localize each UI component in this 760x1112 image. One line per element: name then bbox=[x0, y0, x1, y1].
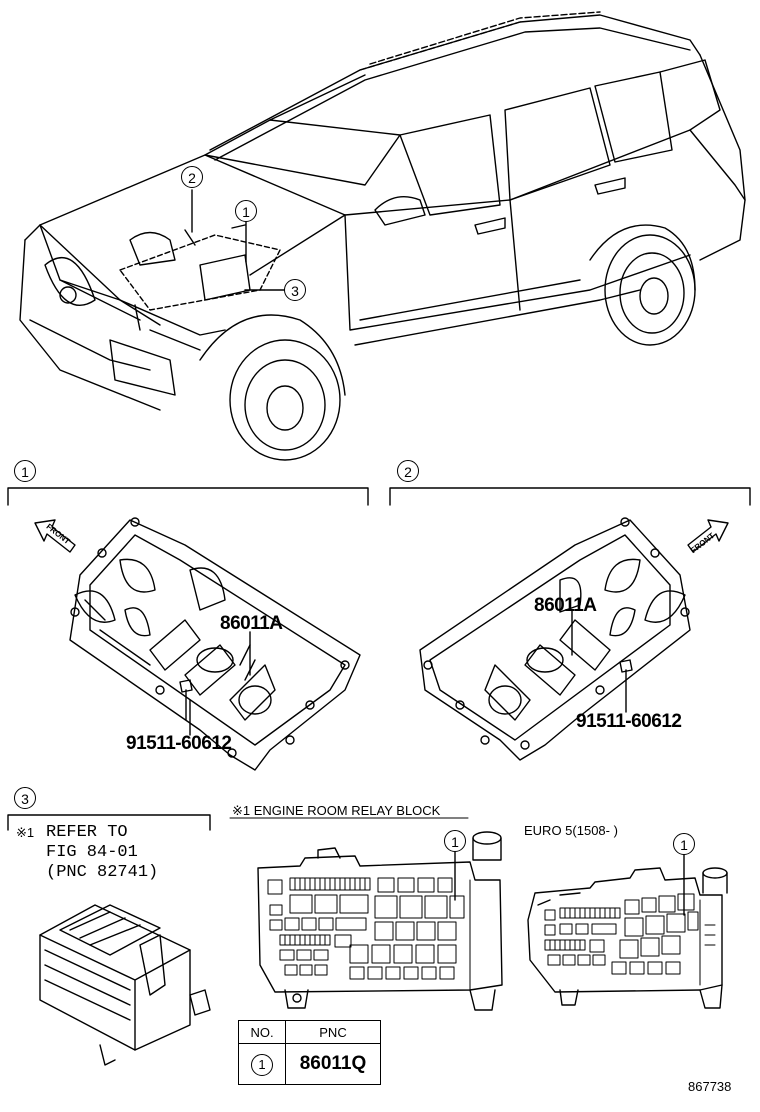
section-3-bracket bbox=[7, 814, 211, 831]
section-3-label: 3 bbox=[14, 787, 36, 809]
pnc-table: NO. PNC 1 86011Q bbox=[238, 1020, 381, 1085]
relay-block-title: ※1 ENGINE ROOM RELAY BLOCK bbox=[232, 803, 441, 818]
right-bolt-part-number: 91511-60612 bbox=[576, 711, 682, 732]
relay-block-assembly-3 bbox=[39, 904, 211, 1066]
right-front-arrow bbox=[687, 519, 729, 553]
refer-note-line1: REFER TO bbox=[46, 823, 128, 842]
callout-3-vehicle: 3 bbox=[284, 279, 306, 301]
refer-note-mark: ※1 bbox=[16, 825, 35, 840]
left-front-arrow bbox=[34, 519, 76, 553]
pnc-header-no: NO. bbox=[238, 1020, 286, 1044]
section-1-bracket bbox=[7, 487, 369, 506]
left-cylinder-head-cover bbox=[69, 517, 361, 771]
right-cylinder-head-cover bbox=[419, 517, 691, 761]
section-2-bracket bbox=[389, 487, 751, 506]
pnc-row-no: 1 bbox=[251, 1053, 273, 1076]
pnc-row-no-cell: 1 bbox=[238, 1043, 286, 1085]
relay-block-callout-b: 1 bbox=[673, 833, 695, 855]
left-coil-part-number: 86011A bbox=[220, 613, 283, 634]
section-1-label: 1 bbox=[14, 460, 36, 482]
engine-room-relay-block bbox=[257, 831, 503, 1011]
vehicle-callout-leaders bbox=[191, 189, 286, 291]
relay-block-callout-a: 1 bbox=[444, 830, 466, 852]
refer-note-line3: (PNC 82741) bbox=[46, 863, 159, 882]
pnc-row-pnc: 86011Q bbox=[285, 1043, 381, 1085]
refer-note-line2: FIG 84-01 bbox=[46, 843, 138, 862]
pnc-header-pnc: PNC bbox=[285, 1020, 381, 1044]
right-coil-part-number: 86011A bbox=[534, 595, 597, 616]
section-2-label: 2 bbox=[397, 460, 419, 482]
vehicle-illustration bbox=[19, 11, 746, 461]
callout-1-vehicle: 1 bbox=[235, 200, 257, 222]
callout-2-vehicle: 2 bbox=[181, 166, 203, 188]
figure-number: 867738 bbox=[688, 1079, 732, 1094]
left-bolt-part-number: 91511-60612 bbox=[126, 733, 232, 754]
euro5-relay-block bbox=[527, 867, 728, 1009]
euro5-label: EURO 5(1508- ) bbox=[524, 823, 618, 838]
